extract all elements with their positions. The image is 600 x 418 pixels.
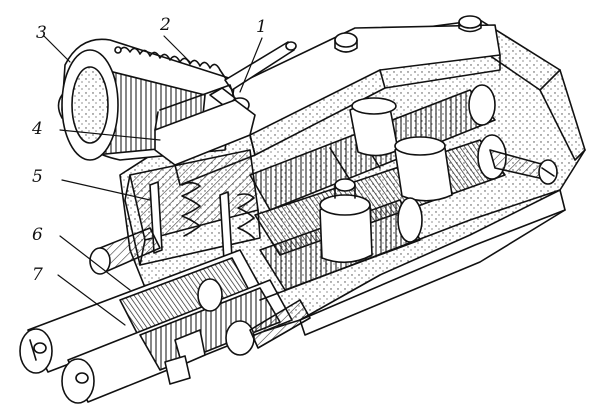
side-adjust-screw <box>89 227 161 275</box>
leader-2 <box>163 35 191 63</box>
compression-spring <box>181 181 201 237</box>
leader-lines <box>43 35 263 326</box>
callout-6: 6 <box>32 225 43 245</box>
callout-5: 5 <box>32 167 43 187</box>
leader-4 <box>59 129 161 141</box>
leader-5 <box>61 179 151 201</box>
leader-3 <box>43 35 71 63</box>
base-ledge <box>259 189 566 336</box>
shaft-collar <box>349 97 399 157</box>
callout-labels: 1 2 3 4 5 6 7 <box>31 15 267 285</box>
central-bushing <box>319 178 373 264</box>
compression-spring <box>237 193 255 239</box>
leader-1 <box>239 37 263 93</box>
shaft-nut <box>197 278 311 356</box>
end-adjust-screw <box>489 149 558 185</box>
callout-3: 3 <box>36 23 47 43</box>
shaft-bracket <box>164 329 206 385</box>
leader-6 <box>59 235 131 291</box>
shaft-collar <box>394 136 453 202</box>
cover-screw <box>334 32 358 53</box>
callout-2: 2 <box>159 15 171 35</box>
callout-4: 4 <box>31 119 43 139</box>
callout-1: 1 <box>256 17 267 37</box>
cover-screw <box>458 15 482 33</box>
callout-7: 7 <box>32 265 43 285</box>
leader-7 <box>57 274 126 326</box>
